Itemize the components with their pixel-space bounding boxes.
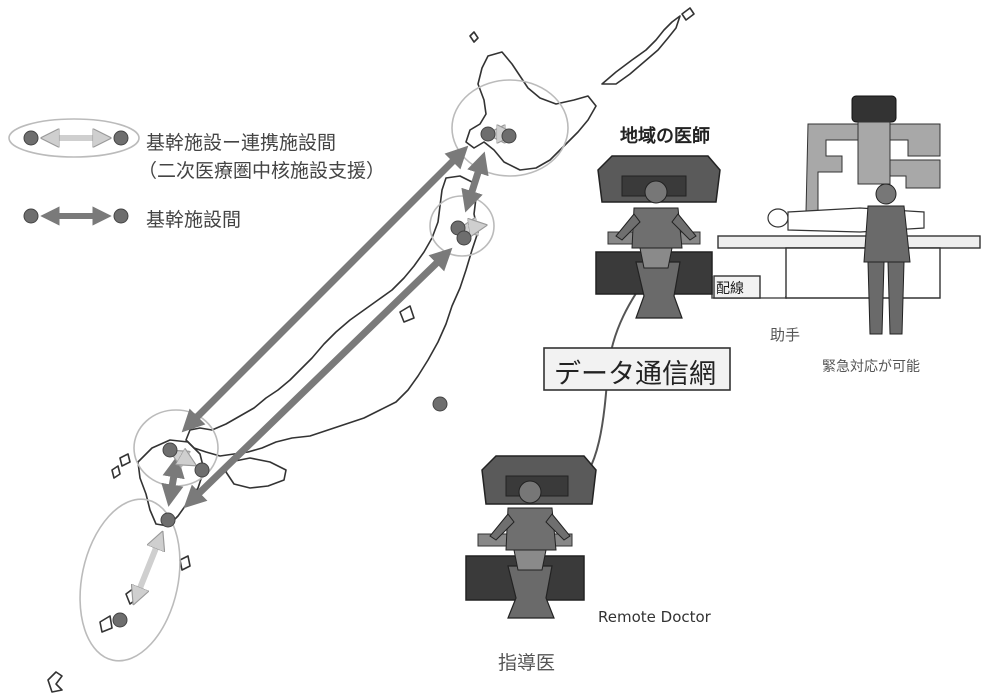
robot-arm-right-lower [889, 159, 941, 189]
operating-setup [717, 95, 981, 335]
light-arrow-kyushu-south [136, 538, 160, 598]
node-okinawa [112, 612, 128, 628]
node-tohoku-2 [456, 230, 472, 246]
islet-2 [111, 465, 121, 479]
dark-arrow-hokkaido-kyushu [181, 145, 469, 433]
robot-arm-right [889, 123, 941, 157]
legend-dark-label: 基幹施設間 [146, 209, 242, 231]
light-arrows [136, 134, 508, 598]
north-islet [469, 31, 479, 43]
dark-arrow-kyushu-north-south [161, 455, 185, 507]
light-arrow-tohoku [466, 226, 480, 228]
local-surgeon-figure [615, 180, 697, 269]
local-console [595, 155, 721, 319]
light-arrow-kyushu-north [176, 454, 190, 462]
node-kyushu-north-1 [162, 442, 178, 458]
legend-node-1 [23, 130, 39, 146]
operating-table-base [785, 247, 941, 299]
wiring-label: 配線 [716, 281, 744, 297]
ryukyu-3 [47, 671, 63, 693]
sado-island [399, 305, 415, 323]
legend-node-4 [113, 208, 129, 224]
remote-console-pedestal [507, 565, 555, 619]
northeast-islet [681, 7, 695, 21]
legend [8, 118, 140, 226]
node-kyushu-north-2 [194, 462, 210, 478]
robot-column [857, 121, 891, 185]
legend-ellipse [8, 118, 140, 158]
dark-arrow-hokkaido-tohoku [461, 151, 489, 213]
ellipse-hokkaido [451, 79, 569, 177]
robot-head [851, 95, 897, 123]
node-kanto [432, 396, 448, 412]
legend-light-label-line1: 基幹施設ー連携施設間 [146, 132, 337, 154]
hokkaido-outline [465, 51, 597, 171]
kuril-islands [601, 15, 681, 85]
ryukyu-2 [99, 615, 113, 633]
legend-node-3 [23, 208, 39, 224]
dark-arrows [161, 145, 489, 509]
islet-1 [119, 453, 131, 467]
legend-light-label-line2: （二次医療圏中核施設支援） [138, 160, 386, 182]
islet-3 [179, 555, 191, 571]
wiring-box [713, 275, 761, 299]
node-hokkaido-1 [480, 126, 496, 142]
facility-nodes [112, 126, 517, 628]
local-doctor-label: 地域の医師 [620, 126, 710, 147]
local-console-pedestal [635, 261, 683, 319]
remote-doctor-en-label: Remote Doctor [598, 608, 711, 626]
node-kyushu-south [160, 512, 176, 528]
dark-arrow-tohoku-kyushu [183, 247, 453, 509]
node-hokkaido-2 [501, 128, 517, 144]
remote-surgeon-figure [489, 480, 571, 571]
emergency-label: 緊急対応が可能 [822, 359, 920, 375]
assistant-figure [863, 183, 911, 335]
legend-node-2 [113, 130, 129, 146]
operating-table-top [717, 235, 981, 249]
robot-arm-left [805, 123, 859, 213]
network-label: データ通信網 [554, 359, 716, 390]
remote-console [465, 455, 597, 619]
network-box [543, 347, 731, 391]
remote-doctor-jp-label: 指導医 [498, 652, 556, 674]
ellipse-kyushu-south [79, 498, 181, 662]
assistant-label: 助手 [770, 326, 801, 344]
